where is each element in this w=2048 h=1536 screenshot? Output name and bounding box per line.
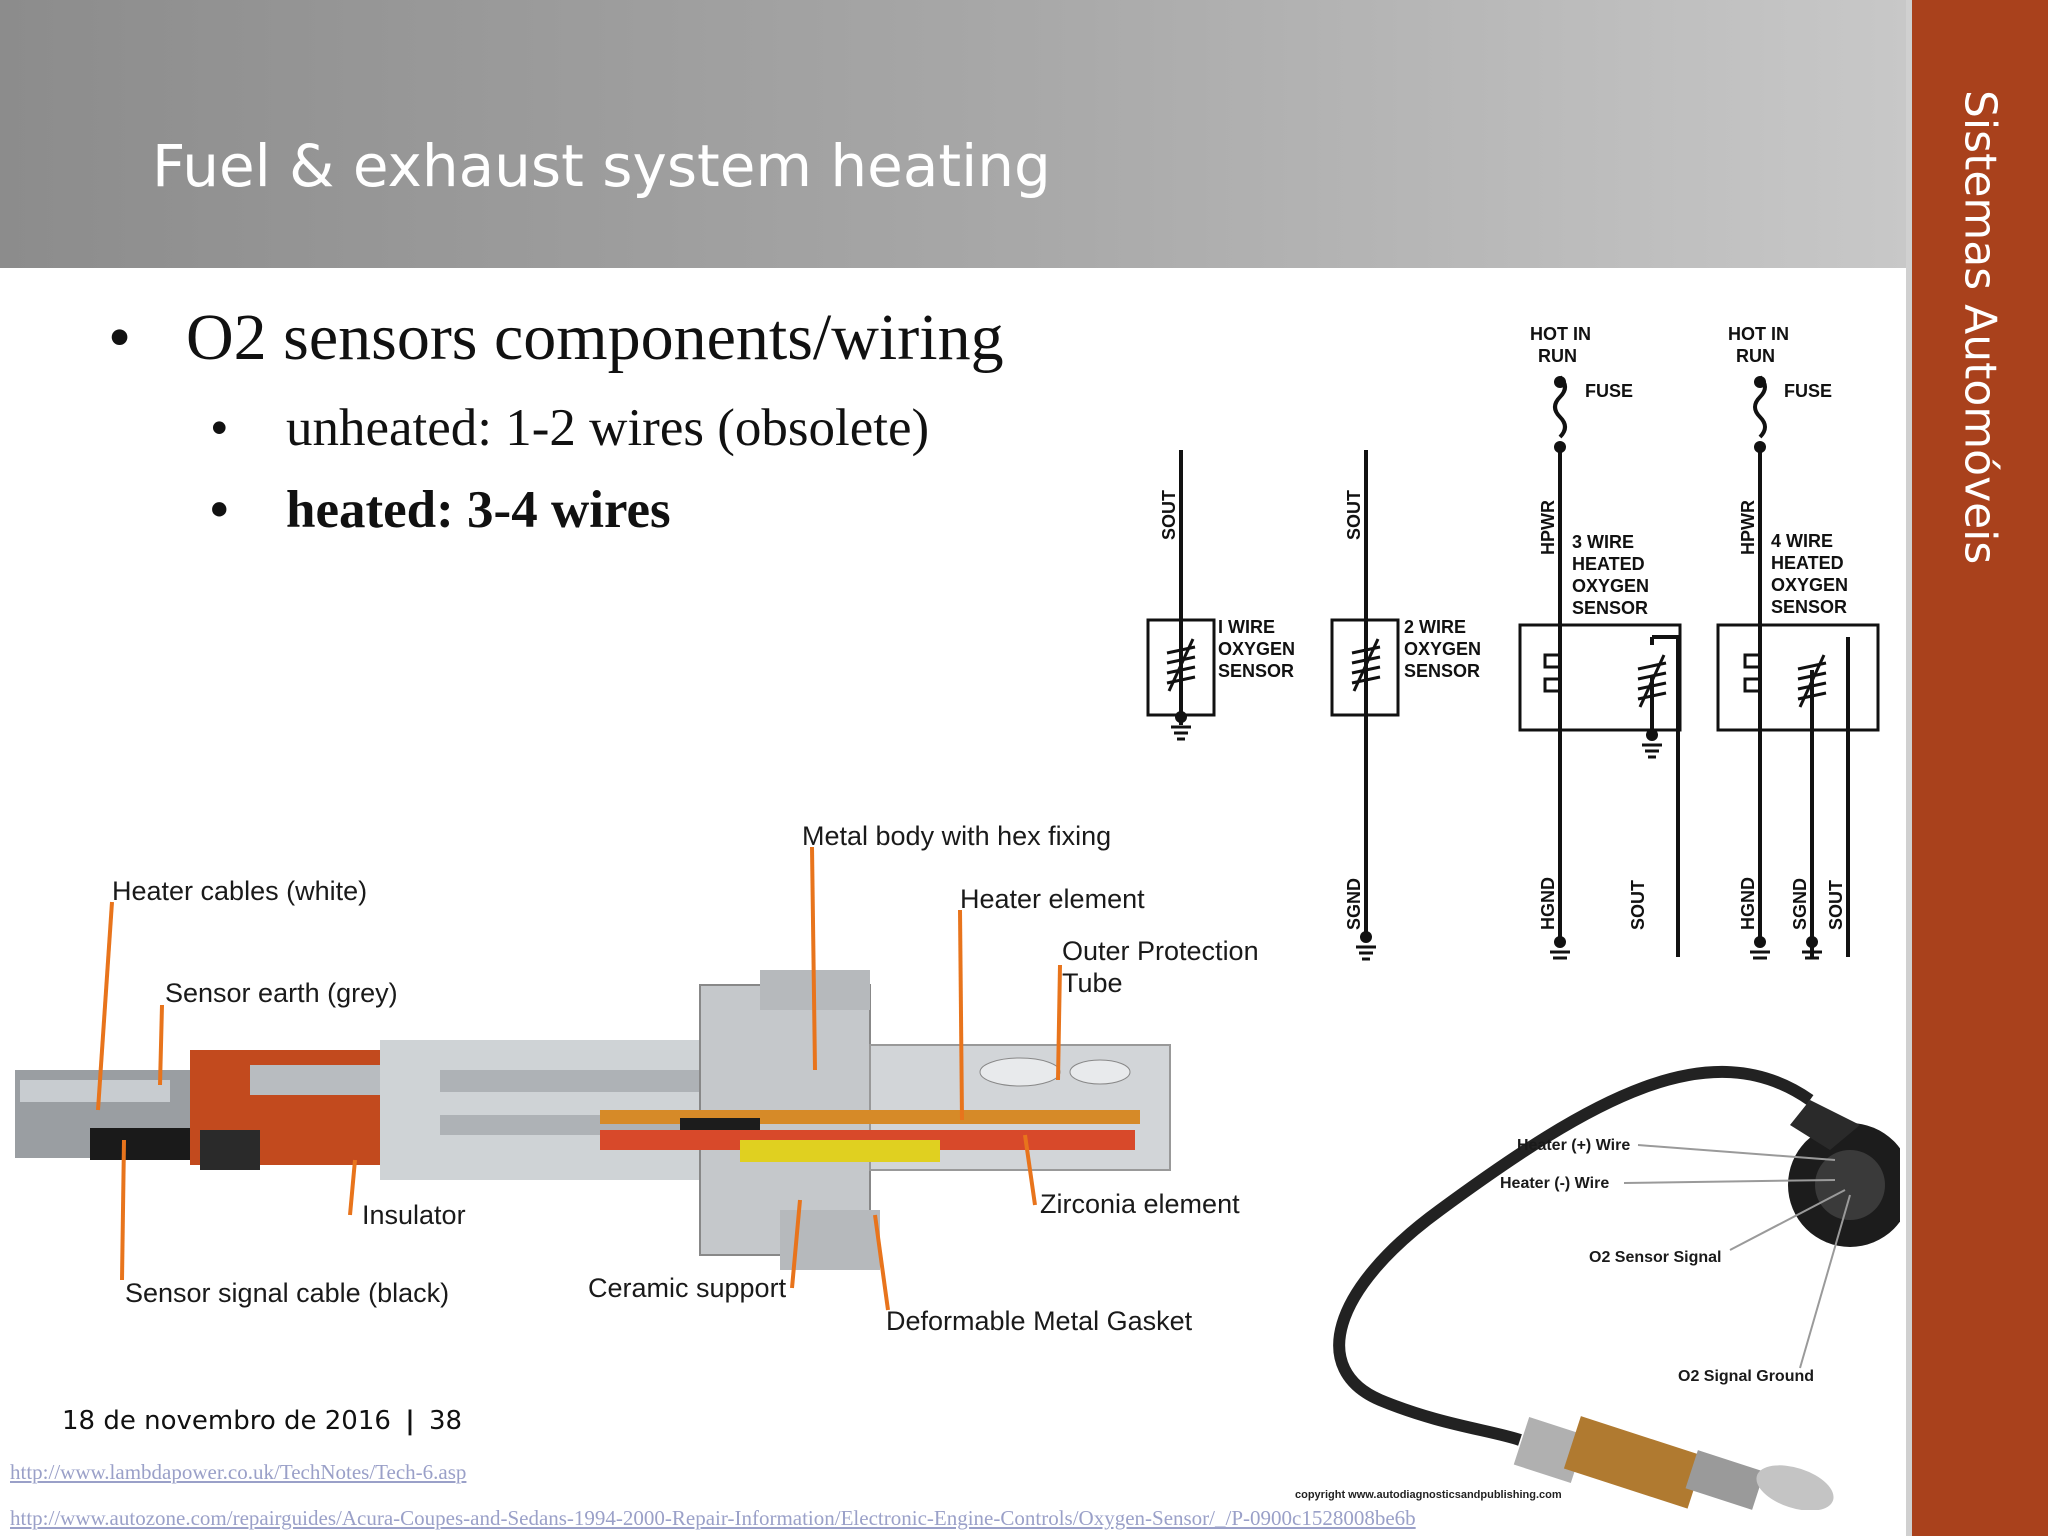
sensor2-sgnd-label: SGND xyxy=(1344,878,1364,930)
sensor3-hgnd-label: HGND xyxy=(1538,877,1558,930)
bullet-marker: • xyxy=(210,481,229,539)
sensor1-sout-label: SOUT xyxy=(1159,490,1179,540)
sensor3-hpwr-label: HPWR xyxy=(1538,500,1558,555)
sensor4-sout-label: SOUT xyxy=(1826,880,1846,930)
bullet-text: unheated: 1-2 wires (obsolete) xyxy=(286,399,930,457)
label-heater-neg: Heater (-) Wire xyxy=(1500,1175,1609,1192)
label-metal-body: Metal body with hex fixing xyxy=(802,821,1111,851)
title-bar: Fuel & exhaust system heating xyxy=(0,0,1912,268)
sensor3-sout-label: SOUT xyxy=(1628,880,1648,930)
sensor4-fuse-label: FUSE xyxy=(1784,381,1832,401)
sensor4-sgnd-label: SGND xyxy=(1790,878,1810,930)
side-bar: Sistemas Automóveis xyxy=(1912,0,2048,1536)
sensor4-label: 4 WIRE xyxy=(1771,531,1833,551)
svg-text:SENSOR: SENSOR xyxy=(1572,598,1648,618)
svg-text:OXYGEN: OXYGEN xyxy=(1218,639,1295,659)
svg-text:SENSOR: SENSOR xyxy=(1771,597,1847,617)
sensor4-hot-label: HOT IN xyxy=(1728,324,1789,344)
slide-title: Fuel & exhaust system heating xyxy=(152,132,1051,200)
label-ceramic-support: Ceramic support xyxy=(588,1273,787,1303)
label-o2-ground: O2 Signal Ground xyxy=(1678,1368,1814,1385)
wiring-diagram: SOUT I WIRE OXYGEN SENSOR SOUT 2 WIRE OX… xyxy=(1146,324,1880,961)
bullet-marker: • xyxy=(210,399,229,457)
source-link-autozone[interactable]: http://www.autozone.com/repairguides/Acu… xyxy=(10,1506,1416,1530)
sensor4-hpwr-label: HPWR xyxy=(1738,500,1758,555)
edge-strip xyxy=(1906,0,1912,1536)
sensor3-hot-label: HOT IN xyxy=(1530,324,1591,344)
page-number: 38 xyxy=(428,1406,463,1436)
svg-text:HEATED: HEATED xyxy=(1572,554,1645,574)
svg-text:OXYGEN: OXYGEN xyxy=(1572,576,1649,596)
bullet-text: O2 sensors components/wiring xyxy=(186,301,1004,374)
sensor-cutaway: Heater cables (white) Sensor earth (grey… xyxy=(15,821,1259,1336)
footer-date: 18 de novembro de 2016 | 38 xyxy=(62,1406,463,1436)
bullet-text: heated: 3-4 wires xyxy=(286,481,671,539)
svg-text:SENSOR: SENSOR xyxy=(1218,661,1294,681)
svg-text:OXYGEN: OXYGEN xyxy=(1771,575,1848,595)
photo-copyright: copyright www.autodiagnosticsandpublishi… xyxy=(1295,1489,1562,1501)
label-gasket: Deformable Metal Gasket xyxy=(886,1306,1193,1336)
bullet-marker: • xyxy=(108,301,132,374)
sensor4-hgnd-label: HGND xyxy=(1738,877,1758,930)
label-heater-element: Heater element xyxy=(960,884,1145,914)
sensor2-sout-label: SOUT xyxy=(1344,490,1364,540)
label-zirconia: Zirconia element xyxy=(1040,1189,1240,1219)
sensor1-label: I WIRE xyxy=(1218,617,1275,637)
label-insulator: Insulator xyxy=(362,1200,466,1230)
label-outer-tube: Outer Protection xyxy=(1062,936,1259,966)
sensor3-label: 3 WIRE xyxy=(1572,532,1634,552)
svg-text:RUN: RUN xyxy=(1538,346,1577,366)
label-sensor-earth: Sensor earth (grey) xyxy=(165,978,398,1008)
svg-text:OXYGEN: OXYGEN xyxy=(1404,639,1481,659)
sensor3-fuse-label: FUSE xyxy=(1585,381,1633,401)
label-o2-signal: O2 Sensor Signal xyxy=(1589,1249,1721,1266)
svg-text:HEATED: HEATED xyxy=(1771,553,1844,573)
svg-text:Tube: Tube xyxy=(1062,968,1123,998)
sensor2-label: 2 WIRE xyxy=(1404,617,1466,637)
side-label: Sistemas Automóveis xyxy=(1954,90,2006,565)
svg-text:RUN: RUN xyxy=(1736,346,1775,366)
label-heater-pos: Heater (+) Wire xyxy=(1517,1137,1630,1154)
label-heater-cables: Heater cables (white) xyxy=(112,876,367,906)
label-signal-cable: Sensor signal cable (black) xyxy=(125,1278,449,1308)
svg-text:SENSOR: SENSOR xyxy=(1404,661,1480,681)
sensor-photo: Heater (+) Wire Heater (-) Wire O2 Senso… xyxy=(1295,1065,1900,1510)
source-link-lambdapower[interactable]: http://www.lambdapower.co.uk/TechNotes/T… xyxy=(10,1460,467,1484)
